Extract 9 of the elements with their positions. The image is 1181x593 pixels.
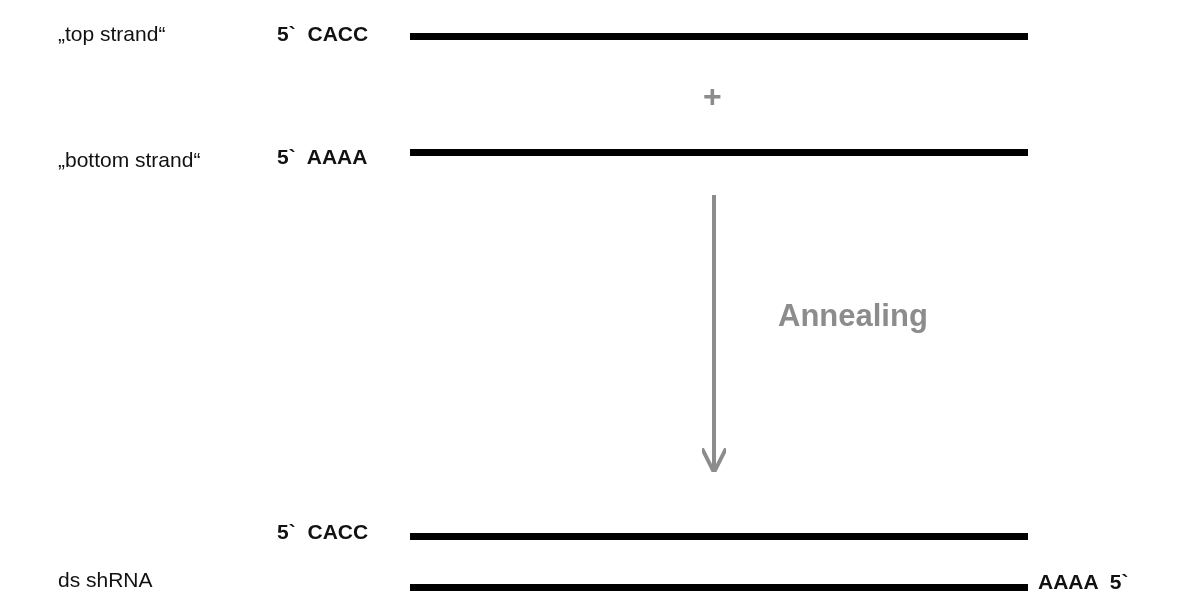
sequence-end-label: AAAA 5` — [1038, 570, 1129, 593]
strand-label: „top strand“ — [58, 22, 166, 46]
sequence-end-label: 5` CACC — [277, 520, 369, 544]
strand-label: ds shRNA — [58, 568, 153, 592]
strand-label: „bottom strand“ — [58, 148, 201, 172]
sequence-end-label: 5` CACC — [277, 22, 369, 46]
plus-sign: + — [703, 78, 722, 115]
sequence-end-label: 5` AAAA — [277, 145, 368, 169]
arrow — [700, 195, 728, 475]
